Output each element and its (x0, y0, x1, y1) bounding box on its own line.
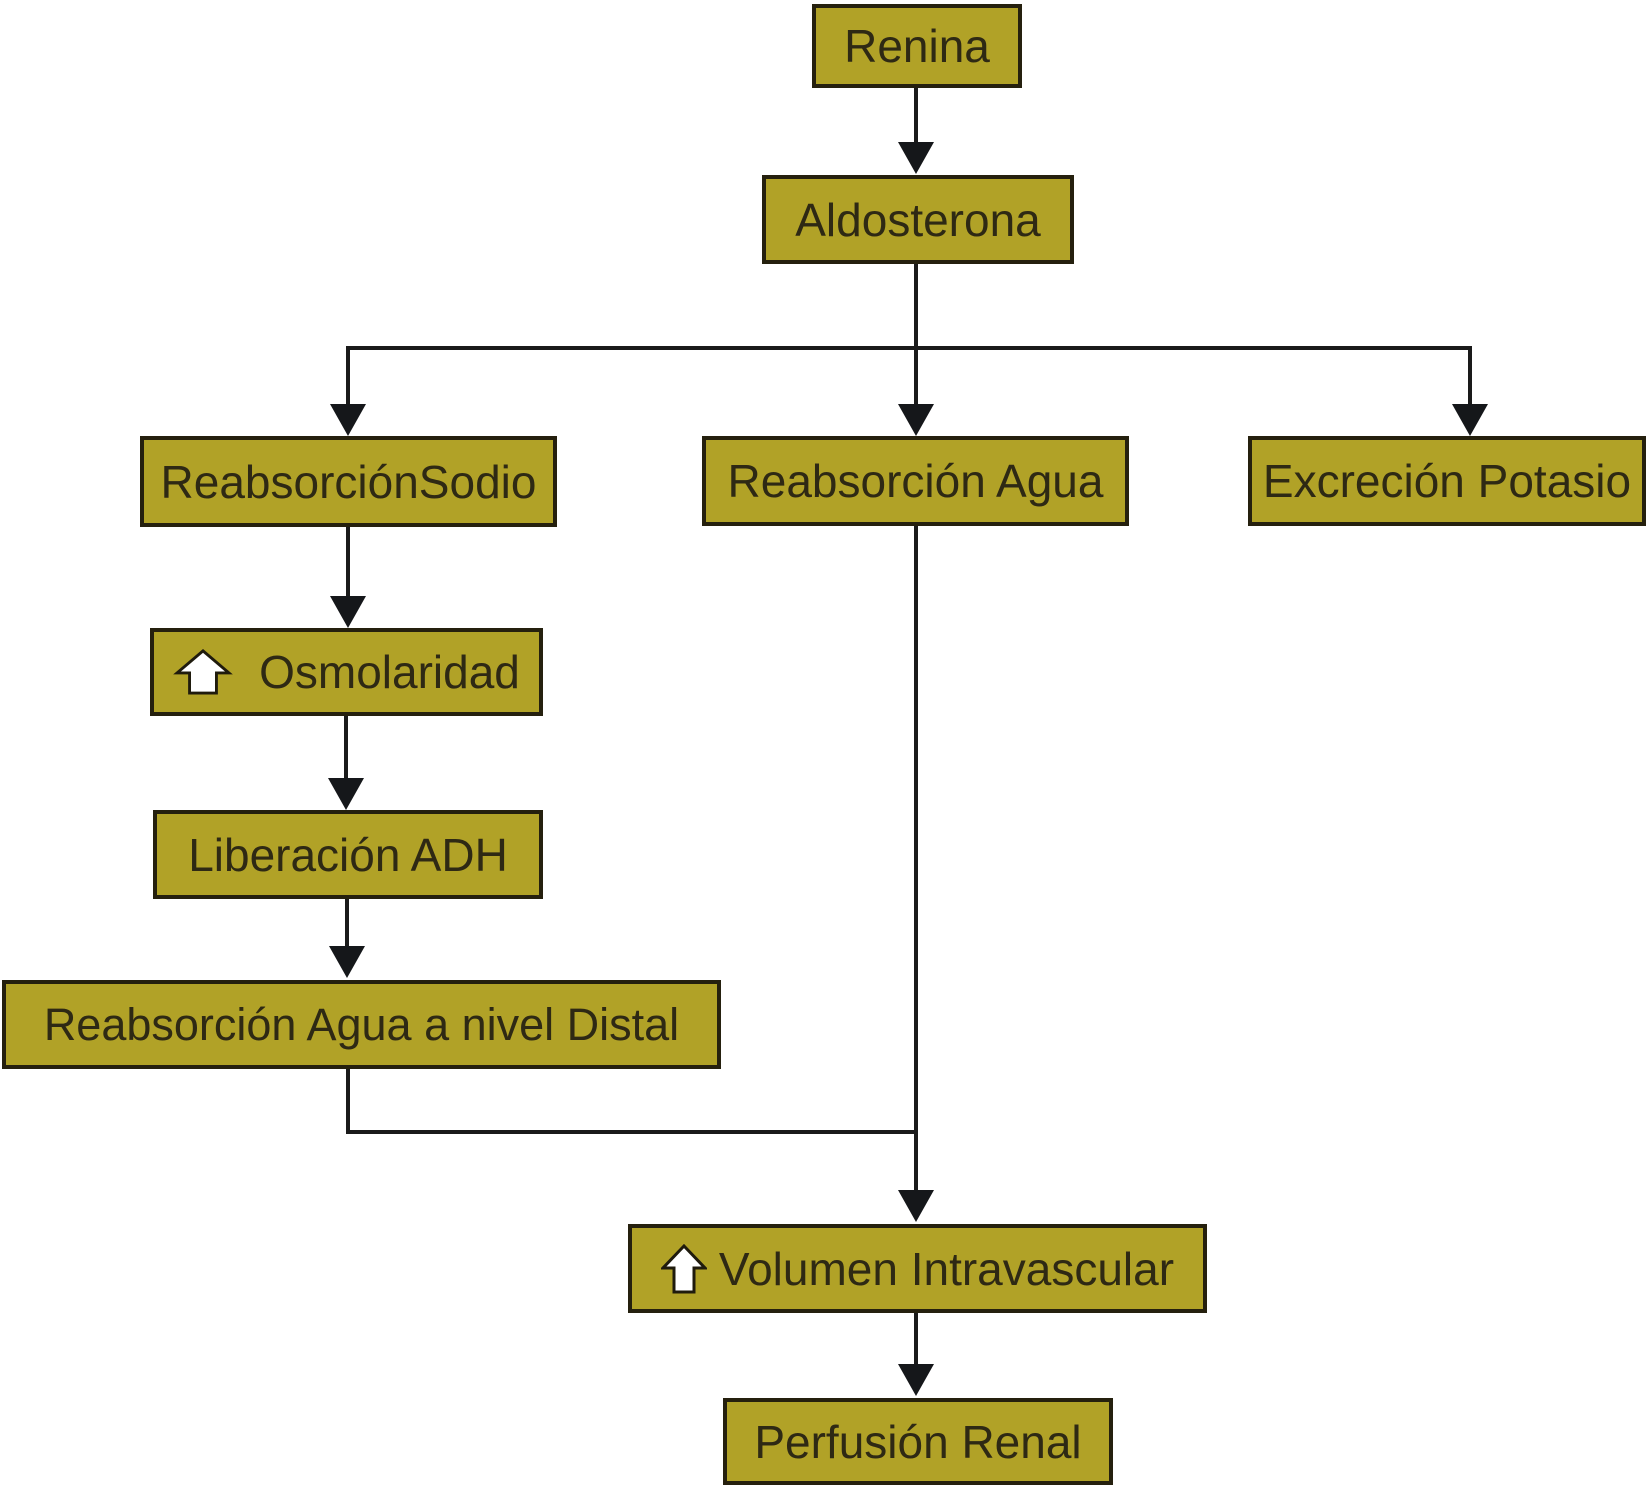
node-liberacion-adh-label: Liberación ADH (188, 828, 508, 881)
edge-distal-junction (346, 1068, 916, 1134)
node-renina: Renina (812, 4, 1022, 88)
edge-osmolaridad-adh (328, 715, 364, 810)
edge-agua-volumen (898, 525, 934, 1222)
edge-branch-reabsorcion-agua (898, 346, 934, 436)
node-osmolaridad-label: Osmolaridad (259, 646, 520, 698)
node-excrecion-potasio-label: Excreción Potasio (1262, 455, 1632, 507)
node-reabsorcion-agua-distal-label: Reabsorción Agua a nivel Distal (43, 999, 680, 1050)
node-perfusion-renal-label: Perfusión Renal (754, 1415, 1082, 1468)
node-volumen-intravascular-label: Volumen Intravascular (718, 1242, 1175, 1295)
node-reabsorcion-agua: Reabsorción Agua (702, 436, 1129, 526)
increase-arrow-icon (660, 1243, 707, 1293)
edge-branch-reabsorcion-sodio (330, 346, 366, 436)
node-aldosterona: Aldosterona (762, 175, 1074, 264)
edge-branch-excrecion-potasio (1452, 346, 1488, 436)
node-aldosterona-label: Aldosterona (795, 193, 1041, 246)
node-reabsorcion-agua-label: Reabsorción Agua (727, 455, 1104, 507)
node-reabsorcion-agua-distal: Reabsorción Agua a nivel Distal (2, 980, 721, 1069)
increase-arrow-icon (173, 648, 233, 695)
node-renina-label: Renina (844, 20, 990, 72)
node-perfusion-renal: Perfusión Renal (723, 1398, 1113, 1485)
node-excrecion-potasio: Excreción Potasio (1248, 436, 1646, 526)
node-reabsorcion-sodio: ReabsorciónSodio (140, 436, 557, 527)
edge-sodio-osmolaridad (330, 526, 366, 628)
node-reabsorcion-sodio-label: ReabsorciónSodio (160, 455, 537, 508)
edge-volumen-perfusion (898, 1312, 934, 1396)
node-osmolaridad: Osmolaridad (150, 628, 543, 716)
edge-adh-distal (329, 898, 365, 978)
node-volumen-intravascular: Volumen Intravascular (628, 1224, 1207, 1313)
edge-renina-aldosterona (898, 87, 934, 174)
node-liberacion-adh: Liberación ADH (153, 810, 543, 899)
edge-aldosterona-branch-bar (346, 263, 1472, 350)
